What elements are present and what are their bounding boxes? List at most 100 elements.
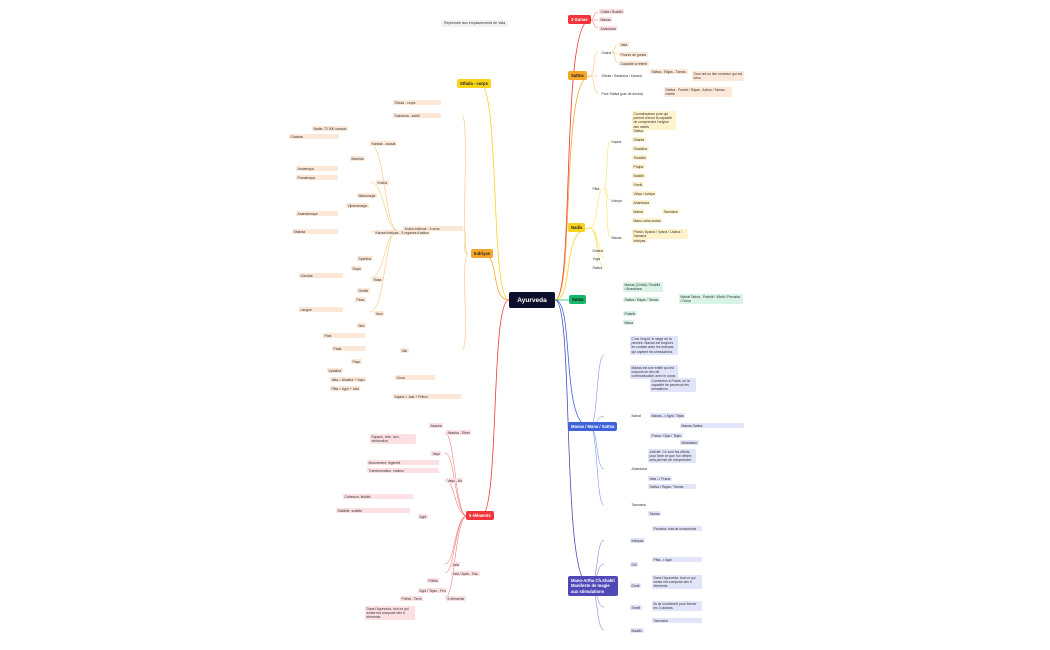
leaf-k14: Pitta = Agni + Jala (330, 386, 361, 392)
leaf-c7: Buddhi (632, 173, 646, 179)
branch-manas[interactable]: Manas / Mana / Sattva (568, 422, 618, 432)
leaf-e11: Pitta -> Agni (652, 557, 702, 563)
leaf-c10: Indriya (611, 198, 622, 203)
leaf-g5b: 5 éléments (446, 596, 466, 602)
leaf-k11: Dans l'Ayurveda, tout ce qui existe est … (652, 575, 702, 590)
leaf-i10: Manomaya (357, 193, 377, 199)
leaf-k15: Kapha = Jala + Prithvi (393, 394, 461, 400)
leaf-a1: Chitta / Buddhi (599, 9, 625, 15)
leaf-d2: Sattva / Rajas / Tamas (623, 297, 660, 303)
leaf-c11: Ahamkara (632, 200, 651, 206)
branch-indriyas[interactable]: Indriyas (471, 249, 494, 259)
leaf-e1: C'est l'esprit, le siège de la pensée. M… (630, 336, 678, 355)
leaf-h2: Vayu (431, 451, 442, 457)
leaf-i3: Karana - causal (370, 141, 397, 147)
root-node[interactable]: Ayurveda (509, 292, 555, 308)
leaf-j17: Upastha (327, 368, 343, 374)
leaf-c6: Prajna (632, 164, 645, 170)
leaf-b2: Capacité à retenir (619, 61, 649, 67)
leaf-e8: Activité: Ce sont les efforts pour faire… (648, 449, 696, 464)
leaf-c17: Indriyas (632, 238, 647, 244)
branch-five[interactable]: 5 éléments (466, 511, 494, 521)
leaf-c5: Shuddhi (632, 155, 648, 161)
leaf-c8: Smriti (632, 182, 644, 188)
leaf-j9: Peau (355, 297, 366, 303)
leaf-b6: Sattva - Pureté / Rajas - Action / Tamas… (664, 87, 732, 97)
leaf-j5: Rupa (351, 266, 363, 272)
leaf-f4: Smriti (630, 605, 642, 611)
leaf-k1: Akasha - Ether (446, 430, 472, 436)
leaf-g6: Mana (623, 320, 635, 326)
leaf-c4: Shuddha (632, 146, 649, 152)
leaf-c16: Manas (611, 235, 622, 240)
note-label: Reprendre aux emplacements de Vata (441, 20, 509, 27)
branch-sthula[interactable]: Sthula - corps (457, 79, 491, 89)
leaf-b4: Sattva - Rajas - Tamas (650, 69, 688, 75)
leaf-c18: Dhatus (592, 248, 604, 253)
leaf-c2: Sattva (632, 128, 645, 134)
leaf-e9: Vata -> Prana (648, 476, 672, 482)
leaf-k6: Espace, vide, non-obstruction (370, 434, 416, 444)
leaf-i1: Sthula - corps (393, 100, 441, 106)
leaf-i5: Chakras (289, 134, 339, 140)
leaf-e5: Prana / Ojas / Tejas (650, 433, 683, 439)
leaf-d5: Yoga (592, 256, 601, 261)
leaf-k11b: Dans l'Ayurveda, tout ce qui existe est … (365, 606, 415, 621)
leaf-i11: Vijnanamaya (346, 203, 369, 209)
leaf-b5: Tous ont un lien commun qui est vécu (692, 71, 744, 81)
leaf-d4: Sattva (592, 265, 603, 270)
leaf-i4: Nadis: 72 000 canaux (312, 126, 348, 132)
leaf-j15: Pada (332, 346, 366, 352)
leaf-e4: Manas -> Agni / Tejas (650, 413, 686, 419)
leaf-a4: Dosha (601, 50, 612, 55)
leaf-e6: Manas Sattva (680, 423, 744, 429)
leaf-c3: Shanta (632, 137, 646, 143)
leaf-c1: Connaissance pure qui permet d'avoir la … (632, 111, 676, 130)
leaf-b1: Pourvu de gunas (619, 52, 648, 58)
leaf-f3: Dhriti (630, 583, 641, 589)
leaf-a6: Pitta (592, 186, 600, 191)
leaf-c9: Vidya / Avidya (632, 191, 657, 197)
leaf-g4: Tanmatra (631, 502, 646, 507)
leaf-i9: Pranamaya (296, 175, 338, 181)
leaf-c14: Prana / Apana / Vyana / Udana / Samana (632, 229, 688, 239)
leaf-e7: Meditation (680, 440, 699, 446)
leaf-j12: Nez (357, 323, 367, 329)
leaf-i7: Kosha (376, 180, 389, 186)
branch-soma[interactable]: Soma (569, 295, 587, 305)
branch-gunas[interactable]: 3 Gunas (568, 15, 591, 25)
leaf-k12: Ils se combinent pour former les 3 dosha… (652, 601, 702, 611)
leaf-e3: Connexion à Prana, ou la capacité de per… (650, 378, 696, 393)
leaf-k10: Stabilité, solidité (336, 508, 410, 514)
leaf-g3: Ahamkara (631, 466, 647, 471)
leaf-c12: Mahat (632, 209, 645, 215)
branch-sattva[interactable]: Sattva (568, 71, 587, 81)
branch-mano[interactable]: Mano-Artha Ch.Shakti Manifeste de magie … (568, 576, 618, 597)
leaf-i12: Anandamaya (296, 211, 338, 217)
leaf-j3: Shabda (292, 229, 338, 235)
leaf-d1: Manas (Chitta) / Buddhi / Ahamkara (623, 282, 663, 292)
leaf-a3: Ahamkara (599, 26, 618, 32)
leaf-i6: Marmas (350, 156, 366, 162)
leaf-g2: Mahat (631, 413, 641, 418)
branch-nadis[interactable]: Nadis (568, 223, 586, 233)
leaf-j4: Sparsha (357, 256, 373, 262)
leaf-h4: Jala (451, 562, 461, 568)
leaf-j2: Karma Indriyas - 5 organes d'action (374, 230, 431, 236)
leaf-j8: Oreille (357, 288, 370, 294)
leaf-h1: Akasha (429, 423, 444, 429)
leaf-d3: Mahat Tattva - Prakriti / Vikriti / Puru… (679, 294, 743, 304)
leaf-e10: Sattva / Rajas / Tamas (648, 484, 696, 490)
leaf-k2: Vayu - Air (446, 478, 464, 484)
leaf-b7: Pure Sattva (pas de dosha) (601, 91, 643, 96)
leaf-e2: Manas est une entité qui est toujours en… (630, 365, 678, 380)
leaf-k17: Tanmatra (652, 618, 702, 624)
leaf-j1: Jnana Indriyas - 5 sens (403, 226, 463, 232)
leaf-h3: Agni (418, 514, 428, 520)
leaf-f5: Buddhi (630, 628, 644, 634)
leaf-k9: Cohésion, fluidité (343, 494, 413, 500)
leaf-i8: Annamaya (296, 166, 338, 172)
leaf-a2: Manas (599, 17, 613, 23)
leaf-k13: Vata = Akasha + Vayu (330, 377, 367, 383)
